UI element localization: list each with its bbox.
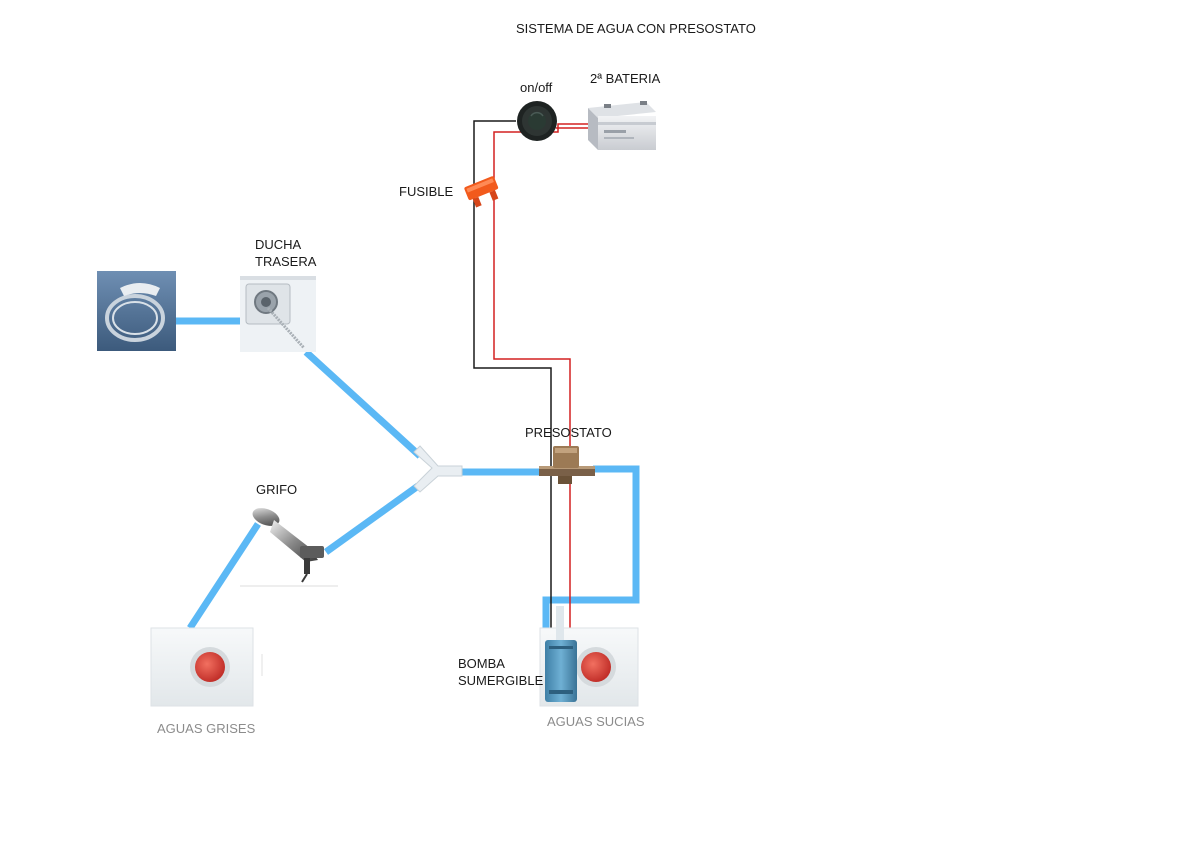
- shower-hose-picture: [97, 271, 176, 351]
- grey-water-tank: [150, 627, 263, 707]
- fuse-label: FUSIBLE: [399, 184, 454, 199]
- pump-label-line2: SUMERGIBLE: [458, 673, 544, 688]
- on-off-switch: [517, 101, 557, 141]
- submersible-pump: [545, 606, 577, 702]
- pipe-faucet-to-grey-tank: [187, 522, 261, 630]
- battery-label: 2ª BATERIA: [590, 71, 661, 86]
- fuse-icon: [464, 176, 499, 208]
- wire-negative: [473, 120, 552, 640]
- water-pipes: [176, 317, 640, 630]
- switch-label: on/off: [520, 80, 553, 95]
- tee-connector: [413, 445, 463, 493]
- dirty-tank-label: AGUAS SUCIAS: [547, 714, 645, 729]
- pipe-tee-to-faucet: [323, 483, 421, 555]
- battery-icon: [588, 101, 656, 150]
- diagram-title: SISTEMA DE AGUA CON PRESOSTATO: [516, 21, 756, 36]
- pressure-switch-label: PRESOSTATO: [525, 425, 612, 440]
- pipe-pressure-switch-to-pump: [542, 465, 640, 628]
- pump-label-line1: BOMBA: [458, 656, 505, 671]
- pipe-shower-to-tee: [303, 349, 423, 459]
- shower-label-line1: DUCHA: [255, 237, 302, 252]
- shower-label-line2: TRASERA: [255, 254, 317, 269]
- rear-shower-picture: [240, 276, 316, 352]
- pressure-switch: [539, 446, 595, 484]
- wires: [473, 120, 590, 640]
- faucet-label: GRIFO: [256, 482, 298, 497]
- grey-tank-label: AGUAS GRISES: [157, 721, 256, 736]
- wire-positive: [493, 123, 590, 640]
- faucet-picture: [240, 508, 338, 587]
